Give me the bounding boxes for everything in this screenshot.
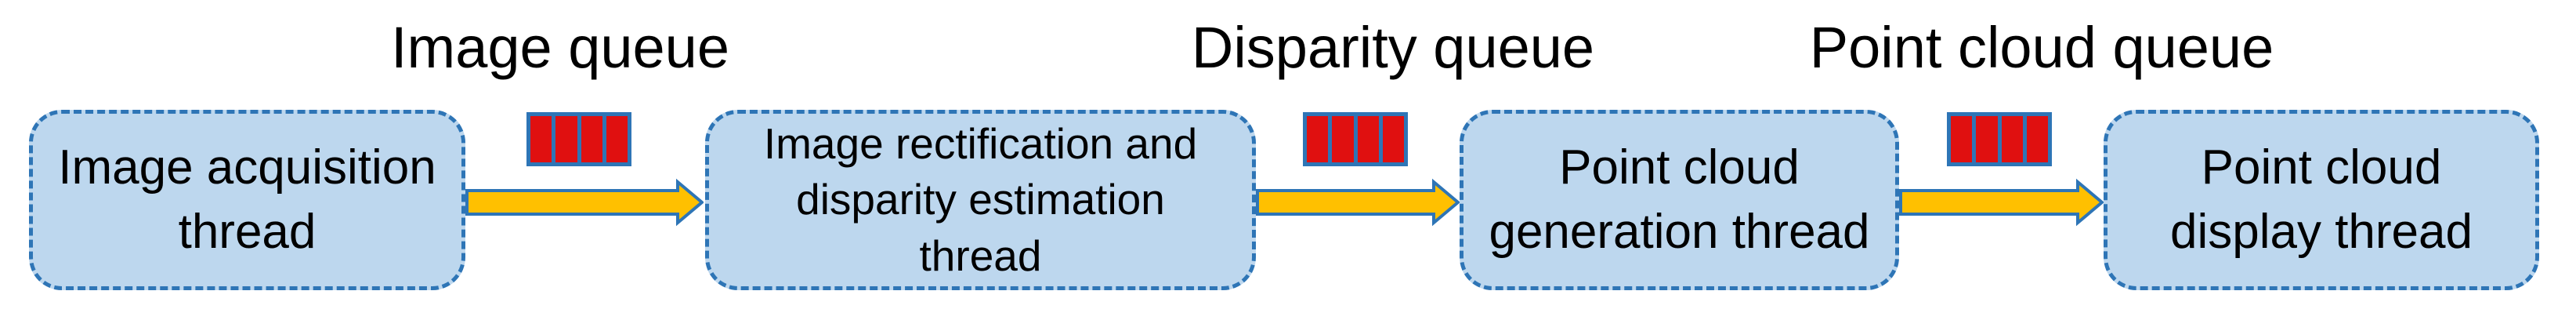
queue-cell (555, 116, 577, 162)
queue-cell (1357, 116, 1379, 162)
node-label: Point cloud display thread (2169, 140, 2473, 259)
node-label: Image acquisition thread (58, 140, 436, 259)
flow-arrow-icon (465, 178, 704, 227)
node-image-rectification-disparity-estimation-thread: Image rectification and disparity estima… (705, 110, 1256, 290)
queue-label-disparity: Disparity queue (1191, 15, 1595, 80)
node-point-cloud-display-thread: Point cloud display thread (2104, 110, 2539, 290)
node-point-cloud-generation-thread: Point cloud generation thread (1460, 110, 1899, 290)
queue-cell (606, 116, 628, 162)
arrow-shape (465, 178, 704, 227)
queue-cell (530, 116, 552, 162)
node-image-acquisition-thread: Image acquisition thread (29, 110, 465, 290)
node-label: Image rectification and disparity estima… (763, 118, 1198, 280)
queue-cell (1976, 116, 1998, 162)
queue-label-point-cloud: Point cloud queue (1809, 15, 2274, 80)
queue-cell (2026, 116, 2048, 162)
arrow-shape (1256, 178, 1460, 227)
queue-cell (1332, 116, 1354, 162)
queue-cell (1951, 116, 1973, 162)
flow-arrow-icon (1256, 178, 1460, 227)
queue-cell (1382, 116, 1404, 162)
flow-arrow-icon (1899, 178, 2104, 227)
point-cloud-queue-icon (1947, 112, 2052, 166)
node-label: Point cloud generation thread (1489, 140, 1870, 259)
disparity-queue-icon (1303, 112, 1408, 166)
image-queue-icon (526, 112, 631, 166)
arrow-shape (1899, 178, 2104, 227)
queue-cell (581, 116, 602, 162)
queue-cell (1307, 116, 1329, 162)
queue-cell (2001, 116, 2023, 162)
queue-label-image: Image queue (390, 15, 730, 80)
